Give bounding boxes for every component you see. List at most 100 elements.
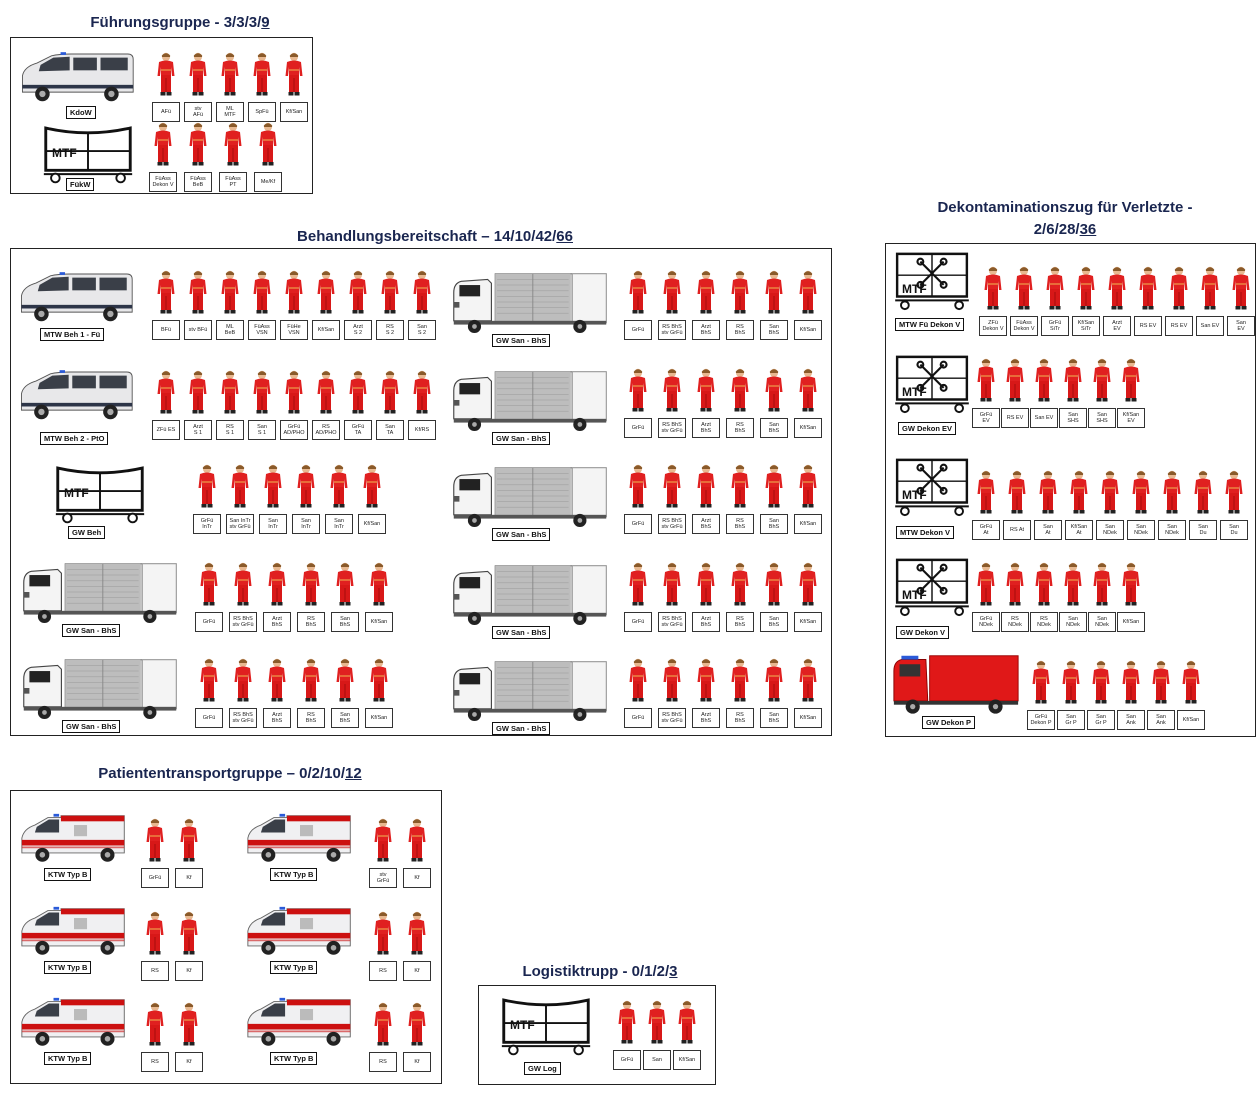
- role-label: RS BhS: [726, 514, 754, 534]
- person-icon: [411, 270, 433, 316]
- person-icon: [262, 464, 284, 510]
- person-icon: [178, 1002, 200, 1048]
- title-total: 3: [669, 963, 678, 980]
- title-total: 12: [345, 765, 362, 782]
- person-icon: [1006, 470, 1028, 516]
- person-icon: [763, 464, 785, 510]
- person-icon: [219, 52, 241, 98]
- role-label: FüAss BeB: [184, 172, 212, 192]
- role-label: Kf: [175, 961, 203, 981]
- role-label: RS NDek: [1030, 612, 1058, 632]
- role-label: San Gr P: [1057, 710, 1085, 730]
- person-icon: [1060, 660, 1082, 706]
- gw-san-truck-icon: [450, 562, 610, 631]
- person-icon: [347, 270, 369, 316]
- person-icon: [155, 270, 177, 316]
- person-icon: [1168, 266, 1190, 312]
- person-icon: [797, 658, 819, 704]
- mtf-text: MTF: [64, 486, 89, 500]
- person-icon: [763, 270, 785, 316]
- person-icon: [251, 52, 273, 98]
- title-patiententransportgruppe: Patiententransportgruppe – 0/2/10/12: [50, 765, 410, 782]
- role-label: San NDek: [1158, 520, 1186, 540]
- role-label: GrFü: [613, 1050, 641, 1070]
- person-icon: [1062, 562, 1084, 608]
- role-label: RS EV: [1134, 316, 1162, 336]
- person-icon: [1075, 266, 1097, 312]
- role-label: stv AFü: [184, 102, 212, 122]
- role-label: GrFü EV: [972, 408, 1000, 428]
- person-icon: [1068, 470, 1090, 516]
- vehicle-label: MTW Fü Dekon V: [895, 318, 965, 331]
- mtw-beh2-van-icon: [16, 370, 134, 428]
- role-label: RS EV: [1001, 408, 1029, 428]
- vehicle-label: KTW Typ B: [44, 1052, 92, 1065]
- person-icon: [334, 562, 356, 608]
- vehicle-label: GW Log: [524, 1062, 561, 1075]
- role-label: San Du: [1189, 520, 1217, 540]
- mtw-beh1-van-icon: [16, 272, 134, 330]
- person-icon: [144, 818, 166, 864]
- role-label: Arzt BhS: [263, 612, 291, 632]
- role-label: RS BhS: [297, 708, 325, 728]
- role-label: RS BhS: [297, 612, 325, 632]
- person-icon: [222, 122, 244, 168]
- person-icon: [1120, 660, 1142, 706]
- kdow-van-icon: [17, 52, 135, 110]
- vehicle-label: FükW: [66, 178, 95, 191]
- ktw-ambulance-icon: [18, 996, 130, 1055]
- role-label: Kf/San At: [1065, 520, 1093, 540]
- person-icon: [695, 658, 717, 704]
- vehicle-label: KTW Typ B: [44, 868, 92, 881]
- role-label: Kf/San: [794, 612, 822, 632]
- role-label: Kf/San: [280, 102, 308, 122]
- person-icon: [178, 818, 200, 864]
- role-label: Kf: [403, 868, 431, 888]
- person-icon: [627, 270, 649, 316]
- vehicle-label: GW San - BhS: [62, 624, 121, 637]
- mtf-text: MTF: [902, 385, 927, 399]
- title-name: Logistiktrupp -: [522, 963, 632, 980]
- role-label: Kf/San: [673, 1050, 701, 1070]
- role-label: Kf: [403, 1052, 431, 1072]
- person-icon: [695, 368, 717, 414]
- person-icon: [347, 370, 369, 416]
- title-dekontaminationszug: Dekontaminationszug für Verletzte - 2/6/…: [890, 197, 1240, 241]
- role-label: FüAss VSN: [248, 320, 276, 340]
- title-logistiktrupp: Logistiktrupp - 0/1/2/3: [480, 963, 720, 980]
- vehicle-label: KTW Typ B: [270, 961, 318, 974]
- person-icon: [975, 358, 997, 404]
- title-behandlungsbereitschaft: Behandlungsbereitschaft – 14/10/42/66: [240, 228, 630, 245]
- role-label: stv BFü: [184, 320, 212, 340]
- role-label: GrFü: [141, 868, 169, 888]
- person-icon: [266, 562, 288, 608]
- person-icon: [219, 370, 241, 416]
- person-icon: [198, 562, 220, 608]
- person-icon: [661, 658, 683, 704]
- person-icon: [187, 52, 209, 98]
- person-icon: [257, 122, 279, 168]
- role-label: San InTr: [292, 514, 320, 534]
- gw-dekon-v-icon: [893, 556, 971, 623]
- gw-log-container-icon: [498, 994, 594, 1061]
- person-icon: [379, 270, 401, 316]
- vehicle-label: GW San - BhS: [492, 722, 551, 735]
- vehicle-label: KdoW: [66, 106, 96, 119]
- role-label: RS BhS stv GrFü: [658, 418, 686, 438]
- role-label: RS BhS stv GrFü: [658, 320, 686, 340]
- person-icon: [1192, 470, 1214, 516]
- person-icon: [372, 1002, 394, 1048]
- role-label: San S 1: [248, 420, 276, 440]
- person-icon: [729, 562, 751, 608]
- person-icon: [406, 818, 428, 864]
- mtw-fue-dekon-icon: [893, 250, 971, 317]
- role-label: GrFü: [624, 320, 652, 340]
- role-label: FüAss PT: [219, 172, 247, 192]
- role-label: Kf/San: [358, 514, 386, 534]
- role-label: RS: [141, 1052, 169, 1072]
- person-icon: [1030, 660, 1052, 706]
- role-label: RS NDek: [1001, 612, 1029, 632]
- person-icon: [334, 658, 356, 704]
- person-icon: [1091, 358, 1113, 404]
- person-icon: [368, 562, 390, 608]
